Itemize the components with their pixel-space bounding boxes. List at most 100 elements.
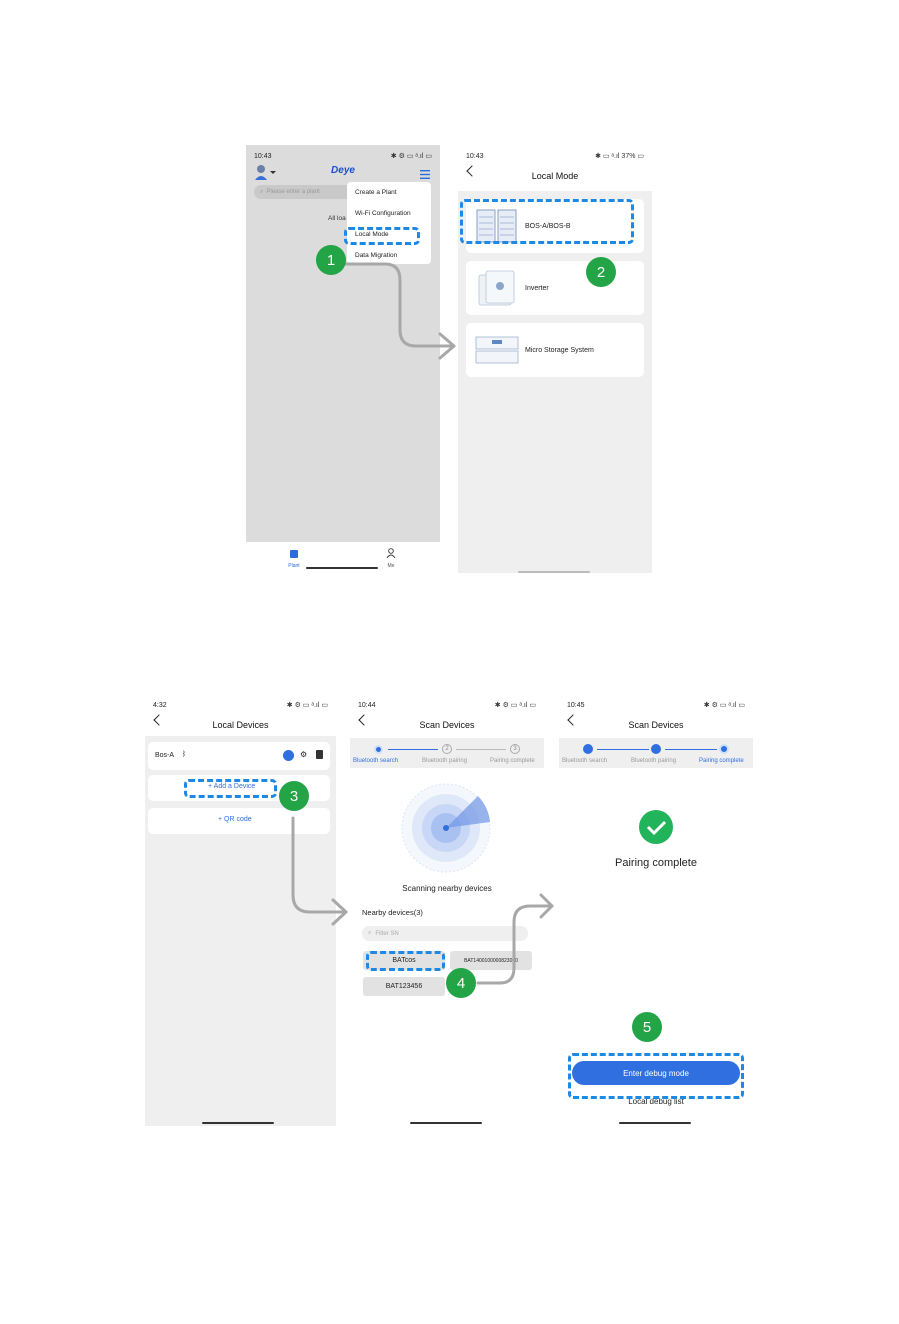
tab-me-label: Me [387, 563, 395, 569]
search-icon: ⌕ [368, 930, 372, 936]
add-device-label: + Add a Device [208, 783, 256, 790]
step-2-label: Bluetooth pairing [631, 758, 677, 764]
page-title: Scan Devices [419, 720, 475, 730]
edit-icon[interactable] [283, 750, 294, 761]
tab-me[interactable]: Me [383, 545, 399, 569]
status-time: 4:32 [153, 701, 167, 709]
step-badge-2: 2 [586, 257, 616, 287]
device-row-bos-a[interactable]: Bos-A ᛒ ⚙ [148, 742, 330, 770]
phone-local-mode: 10:43 ✱ ▭ ᵃ.ıl 37% ▭ Local Mode BOS-A/BO… [458, 145, 652, 573]
delete-icon[interactable] [316, 750, 323, 759]
step-badge-1: 1 [316, 245, 346, 275]
device-result-batcos[interactable]: BATcos [363, 951, 445, 970]
status-time: 10:43 [466, 152, 484, 160]
brand-logo: Deye [331, 165, 355, 176]
device-name: Bos-A [155, 752, 175, 759]
step-1-label: Bluetooth search [353, 758, 399, 764]
inverter-image-icon [478, 270, 515, 306]
qr-code-button[interactable]: + QR code [148, 808, 330, 834]
step-badge-4: 4 [446, 968, 476, 998]
step-3-label: Pairing complete [699, 758, 744, 764]
step-1-check-icon [583, 744, 593, 754]
avatar-icon[interactable] [254, 164, 276, 180]
status-bar: 10:44 ✱ ⚙ ▭ ᵃ.ıl ▭ [358, 699, 536, 711]
status-time: 10:43 [254, 152, 272, 160]
stepper: 2 3 Bluetooth search Bluetooth pairing P… [350, 738, 544, 768]
home-indicator [410, 1122, 482, 1124]
device-card-inverter[interactable]: Inverter [466, 261, 644, 315]
person-icon [386, 548, 396, 559]
pairing-complete-text: Pairing complete [615, 857, 697, 869]
home-indicator [202, 1122, 274, 1124]
search-icon: ⌕ [260, 188, 264, 195]
scanning-text: Scanning nearby devices [402, 884, 492, 893]
status-icons: ✱ ⚙ ▭ ᵃ.ıl ▭ [286, 702, 328, 709]
home-indicator [518, 571, 590, 573]
step-3-label: Pairing complete [490, 758, 535, 764]
status-bar: 4:32 ✱ ⚙ ▭ ᵃ.ıl ▭ [153, 699, 328, 711]
settings-icon[interactable]: ⚙ [300, 750, 308, 759]
home-indicator [306, 567, 378, 569]
status-time: 10:44 [358, 701, 376, 709]
highlight-batcos [366, 951, 445, 971]
highlight-bos-card [460, 199, 634, 244]
phone-plant-home: 10:43 ✱ ⚙ ▭ ᵃ.ıl ▭ Deye ⌕ Please enter a… [246, 145, 440, 573]
step-line-2 [665, 749, 717, 750]
local-debug-list-link[interactable]: Local debug list [628, 1097, 684, 1106]
step-line-1 [597, 749, 649, 750]
status-icons: ✱ ⚙ ▭ ᵃ.ıl ▭ [703, 702, 745, 709]
step-badge-5: 5 [632, 1012, 662, 1042]
dropdown-menu: Create a Plant Wi-Fi Configuration Local… [347, 182, 431, 264]
step-3-dot [719, 744, 729, 754]
step-line-1 [388, 749, 438, 750]
highlight-debug-button [568, 1053, 744, 1099]
highlight-local-mode [344, 227, 420, 245]
all-label: All loa [328, 215, 346, 222]
plant-icon [290, 550, 298, 558]
status-bar: 10:45 ✱ ⚙ ▭ ᵃ.ıl ▭ [567, 699, 745, 711]
step-badge-3: 3 [279, 781, 309, 811]
page-title: Local Mode [531, 171, 579, 181]
step-1-label: Bluetooth search [562, 758, 608, 764]
step-3-dot: 3 [510, 744, 520, 754]
tab-bar: Plant Me [246, 542, 440, 573]
device-result-bat123456[interactable]: BAT123456 [363, 977, 445, 996]
tab-plant-label: Plant [288, 563, 300, 569]
menu-create-plant[interactable]: Create a Plant [355, 189, 397, 196]
qr-code-label: + QR code [218, 816, 252, 823]
menu-icon[interactable] [420, 166, 430, 179]
device-card-micro-storage[interactable]: Micro Storage System [466, 323, 644, 377]
stepper: Bluetooth search Bluetooth pairing Pairi… [559, 738, 753, 768]
status-icons: ✱ ⚙ ▭ ᵃ.ıl ▭ [390, 153, 432, 160]
status-bar: 10:43 ✱ ▭ ᵃ.ıl 37% ▭ [466, 150, 644, 162]
device-label-bos: BOS-A/BOS-B [525, 223, 571, 230]
device-label-micro-storage: Micro Storage System [525, 347, 594, 354]
radar-scan-icon [401, 783, 491, 873]
phone-local-devices: 4:32 ✱ ⚙ ▭ ᵃ.ıl ▭ Local Devices Bos-A ᛒ … [145, 694, 336, 1126]
filter-placeholder: Filter SN [375, 930, 399, 937]
page-title: Local Devices [212, 720, 269, 730]
page-title: Scan Devices [628, 720, 684, 730]
step-1-dot [374, 745, 383, 754]
status-icons: ✱ ⚙ ▭ ᵃ.ıl ▭ [494, 702, 536, 709]
menu-local-mode[interactable]: Local Mode [355, 231, 389, 238]
status-bar: 10:43 ✱ ⚙ ▭ ᵃ.ıl ▭ [254, 150, 432, 162]
home-indicator [619, 1122, 691, 1124]
step-2-label: Bluetooth pairing [422, 758, 468, 764]
success-check-icon [639, 810, 673, 844]
step-2-check-icon [651, 744, 661, 754]
phone-scan-devices: 10:44 ✱ ⚙ ▭ ᵃ.ıl ▭ Scan Devices 2 3 Blue… [350, 694, 544, 1126]
filter-input[interactable]: ⌕ Filter SN [362, 926, 528, 941]
menu-data-migration[interactable]: Data Migration [355, 252, 398, 259]
nearby-heading: Nearby devices(3) [362, 908, 423, 917]
enter-debug-mode-button[interactable]: Enter debug mode [572, 1061, 740, 1085]
device-label-inverter: Inverter [525, 285, 549, 292]
tab-plant[interactable]: Plant [286, 545, 302, 569]
search-placeholder: Please enter a plant [266, 189, 320, 195]
bluetooth-icon: ᛒ [182, 751, 187, 758]
highlight-add-device [184, 779, 277, 798]
search-bar[interactable]: ⌕ Please enter a plant [254, 185, 364, 199]
micro-storage-image-icon [475, 336, 519, 364]
status-time: 10:45 [567, 701, 585, 709]
menu-wifi-configuration[interactable]: Wi-Fi Configuration [355, 210, 411, 217]
